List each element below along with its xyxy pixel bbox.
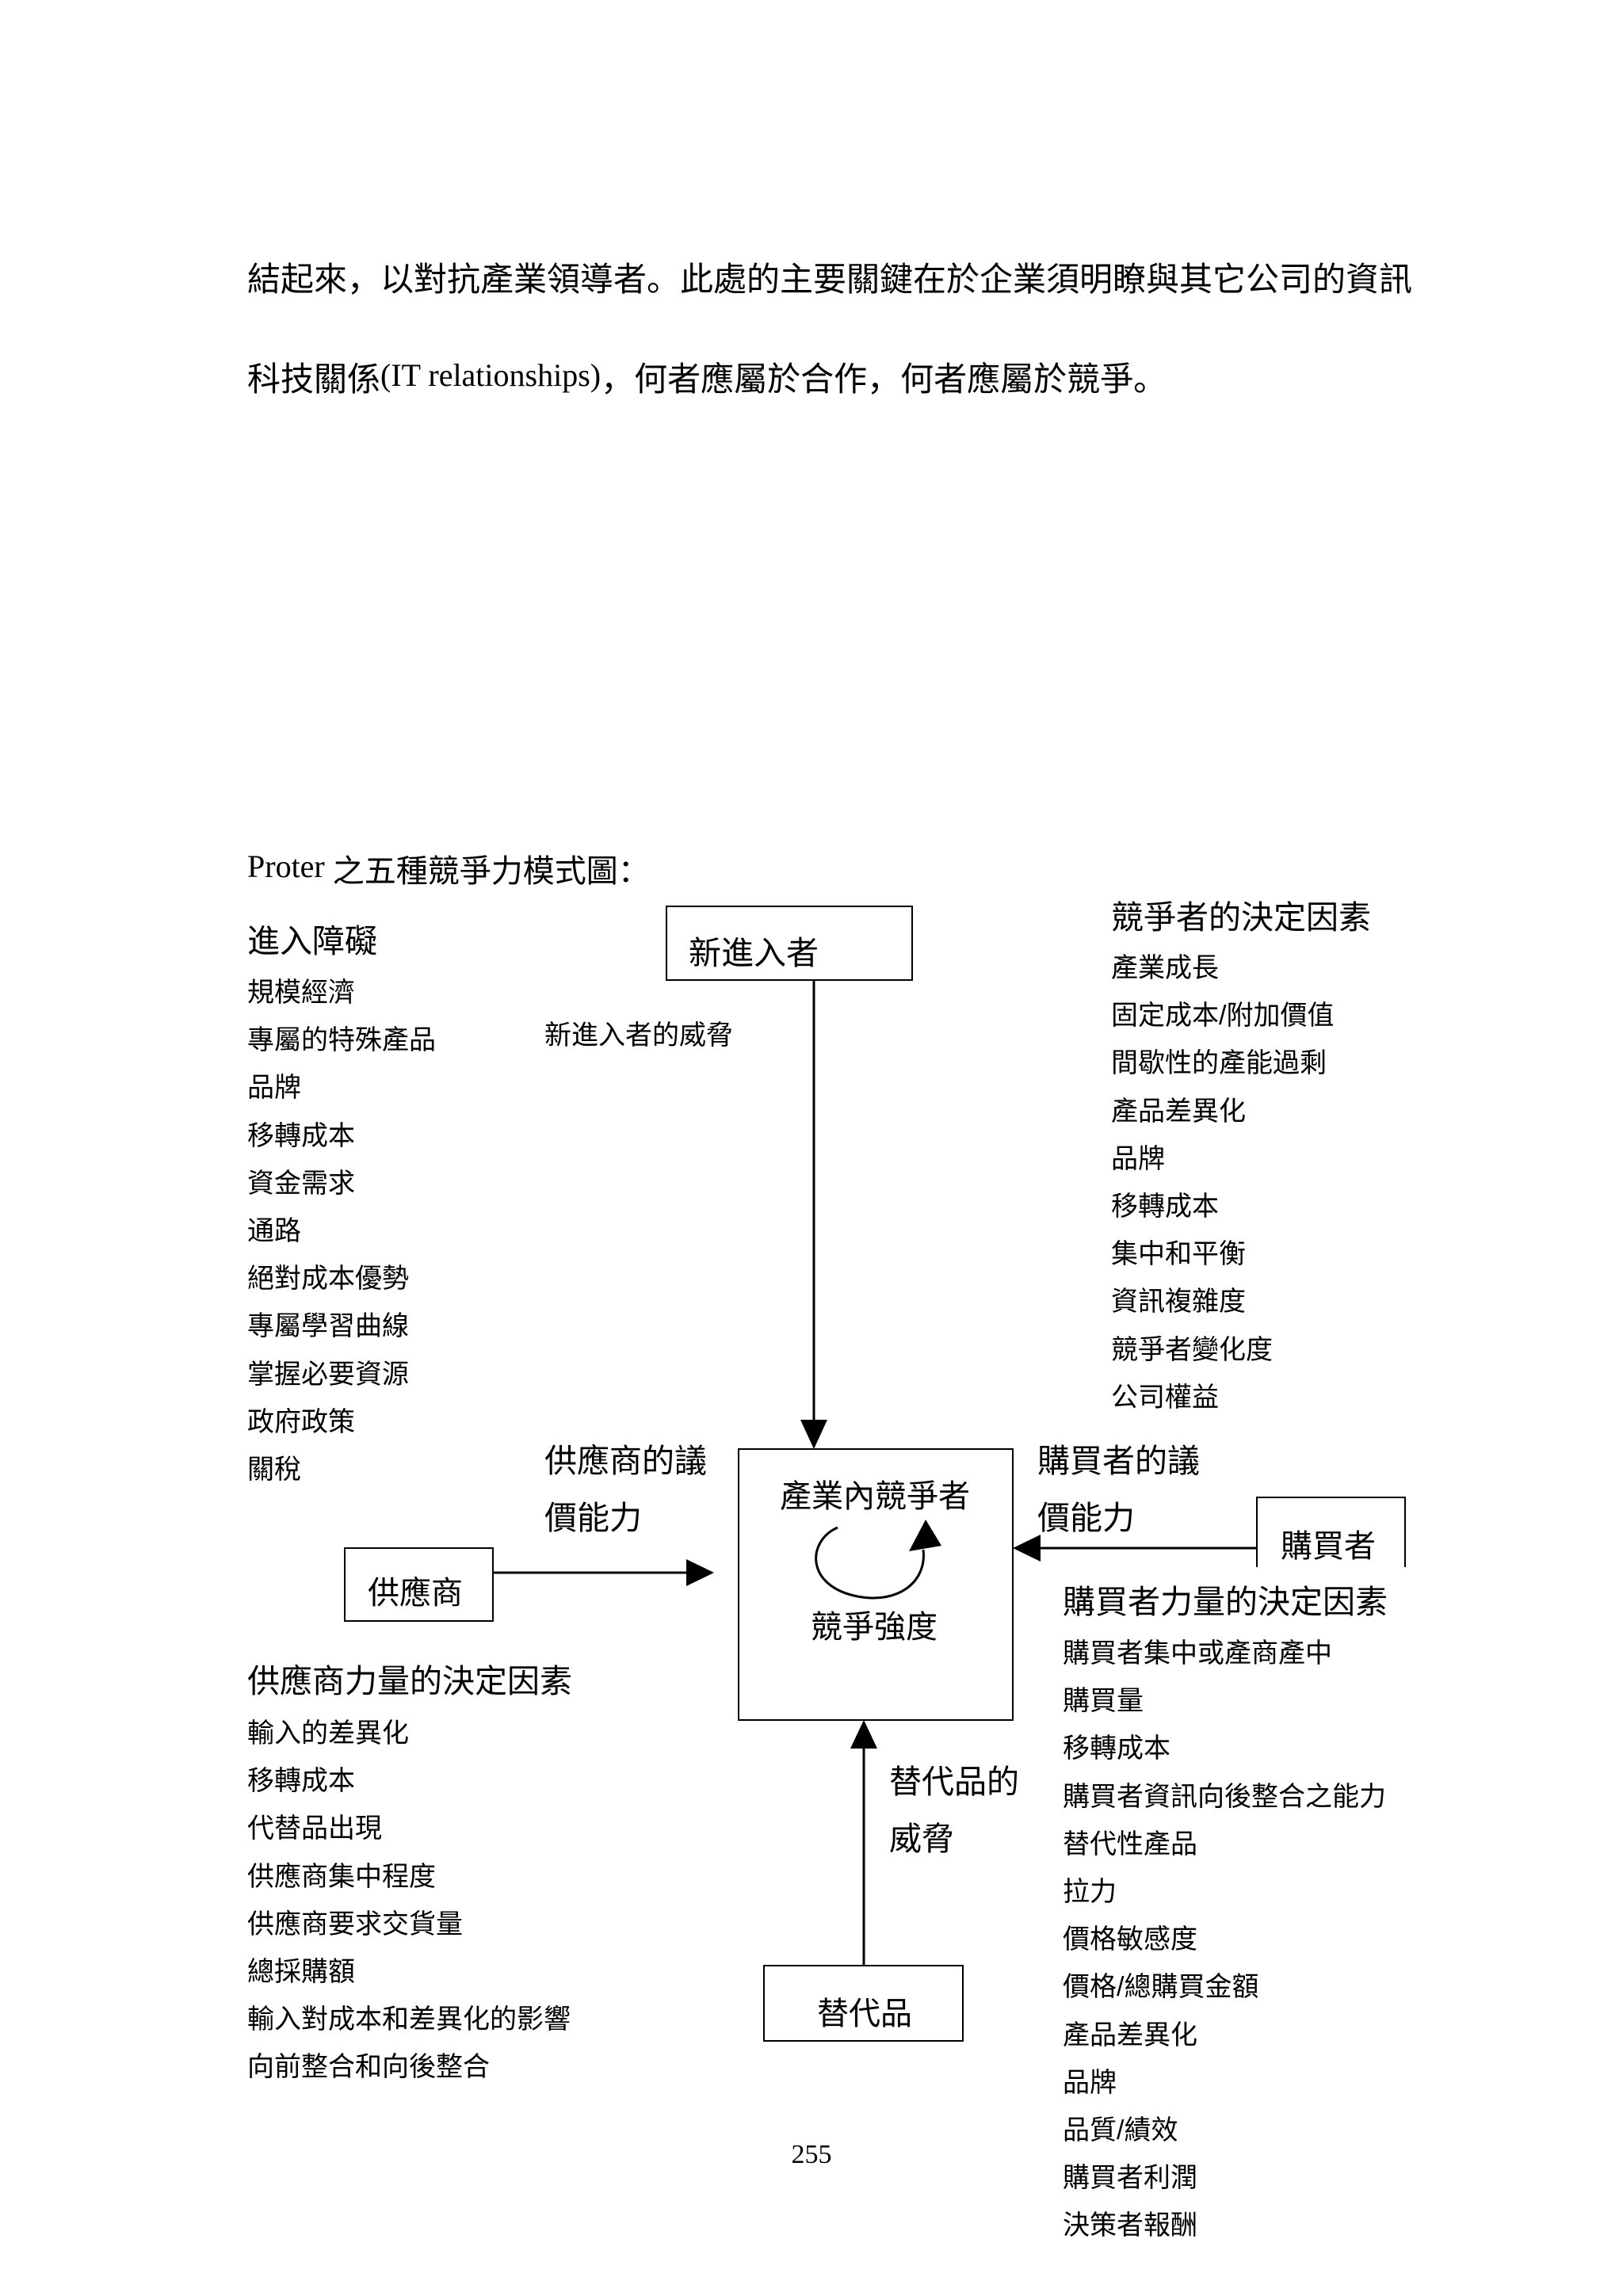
rivalry-box — [738, 1448, 1014, 1721]
buyers-box — [1256, 1497, 1406, 1567]
list-item: 公司權益 — [1111, 1382, 1219, 1413]
rivalry-cycle-arrow — [815, 1526, 925, 1600]
list-item: 品牌 — [1111, 1143, 1165, 1174]
list-item: 產品差異化 — [1111, 1096, 1246, 1127]
list-item: 移轉成本 — [1111, 1191, 1219, 1222]
list-item: 代替品出現 — [247, 1814, 382, 1844]
list-item: 通路 — [247, 1215, 301, 1246]
rivalry-intensity-label: 競爭強度 — [811, 1610, 938, 1645]
list-item: 輸入對成本和差異化的影響 — [247, 2004, 571, 2035]
list-item: 資訊複雜度 — [1111, 1287, 1246, 1318]
new-entrants-box — [666, 906, 913, 981]
list-item: 購買者利潤 — [1063, 2163, 1197, 2194]
list-item: 價格/總購買金額 — [1063, 1972, 1259, 2003]
paragraph-line-2-part-2: (IT relationships) — [380, 357, 601, 393]
list-item: 供應商要求交貨量 — [247, 1909, 463, 1939]
substitutes-label: 替代品 — [817, 1997, 912, 2031]
list-item: 掌握必要資源 — [247, 1359, 409, 1390]
paragraph-line-2-part-1: 科技關係 — [247, 360, 381, 398]
list-item: 資金需求 — [247, 1168, 355, 1199]
buyer-power-label-2: 價能力 — [1037, 1500, 1135, 1536]
new-entrants-threat-label: 新進入者的威脅 — [544, 1020, 733, 1051]
supplier-determinants-heading: 供應商力量的決定因素 — [247, 1663, 572, 1699]
rivalry-determinants-heading: 競爭者的決定因素 — [1111, 899, 1371, 936]
list-item: 總採購額 — [247, 1956, 355, 1987]
substitutes-threat-label-2: 威脅 — [889, 1821, 954, 1857]
list-item: 移轉成本 — [247, 1120, 355, 1151]
paragraph-line-2: 科技關係(IT relationships)，何者應屬於合作，何者應屬於競爭。 — [247, 360, 1167, 398]
list-item: 競爭者變化度 — [1111, 1334, 1273, 1365]
list-item: 購買量 — [1063, 1686, 1144, 1717]
list-item: 替代性產品 — [1063, 1829, 1197, 1859]
list-item: 政府政策 — [247, 1406, 355, 1437]
list-item: 產業成長 — [1111, 953, 1219, 983]
new-entrants-arrowhead — [800, 1420, 827, 1449]
list-item: 品質/績效 — [1063, 2115, 1178, 2145]
list-item: 品牌 — [247, 1073, 301, 1104]
list-item: 購買者集中或產商產中 — [1063, 1638, 1332, 1669]
supplier-determinants-list: 輸入的差異化 移轉成本 代替品出現 供應商集中程度 供應商要求交貨量 總採購額 … — [247, 1710, 571, 2092]
paragraph-line-1: 結起來，以對抗產業領導者。此處的主要關鍵在於企業須明瞭與其它公司的資訊 — [247, 261, 1413, 298]
list-item: 購買者資訊向後整合之能力 — [1063, 1781, 1386, 1812]
list-item: 關稅 — [247, 1454, 301, 1485]
substitutes-threat-label-1: 替代品的 — [889, 1764, 1019, 1800]
list-item: 品牌 — [1063, 2067, 1117, 2098]
list-item: 決策者報酬 — [1063, 2210, 1197, 2241]
list-item: 集中和平衡 — [1111, 1239, 1246, 1270]
suppliers-box — [344, 1547, 494, 1622]
list-item: 專屬學習曲線 — [247, 1311, 409, 1342]
list-item: 拉力 — [1063, 1876, 1117, 1907]
buyer-power-label-1: 購買者的議 — [1037, 1443, 1200, 1479]
paragraph-line-2-part-3: ，何者應屬於合作，何者應屬於競爭。 — [601, 360, 1167, 398]
list-item: 規模經濟 — [247, 978, 355, 1008]
suppliers-label: 供應商 — [368, 1576, 463, 1611]
buyers-arrowhead — [1013, 1535, 1041, 1562]
figure-title-latin: Proter — [247, 849, 325, 884]
rivalry-determinants-list: 產業成長 固定成本/附加價值 間歇性的產能過剩 產品差異化 品牌 移轉成本 集中… — [1111, 944, 1334, 1421]
list-item: 向前整合和向後整合 — [247, 2052, 490, 2083]
new-entrants-label: 新進入者 — [689, 935, 819, 971]
rivalry-cycle-arrowhead — [909, 1520, 941, 1551]
entry-barriers-list: 規模經濟 專屬的特殊產品 品牌 移轉成本 資金需求 通路 絕對成本優勢 專屬學習… — [247, 969, 436, 1493]
list-item: 固定成本/附加價值 — [1111, 1001, 1335, 1032]
supplier-power-label-1: 供應商的議 — [544, 1443, 707, 1479]
buyers-label: 購買者 — [1281, 1529, 1376, 1564]
buyer-determinants-list: 購買者集中或產商產中 購買量 移轉成本 購買者資訊向後整合之能力 替代性產品 拉… — [1063, 1630, 1386, 2249]
buyer-determinants-heading: 購買者力量的決定因素 — [1063, 1584, 1388, 1620]
list-item: 專屬的特殊產品 — [247, 1025, 436, 1056]
list-item: 移轉成本 — [247, 1766, 355, 1797]
rivalry-label: 產業內競爭者 — [780, 1479, 970, 1514]
suppliers-arrowhead — [686, 1559, 714, 1586]
list-item: 間歇性的產能過剩 — [1111, 1048, 1327, 1079]
supplier-power-label-2: 價能力 — [544, 1500, 642, 1536]
list-item: 產品差異化 — [1063, 2019, 1197, 2050]
list-item: 絕對成本優勢 — [247, 1264, 409, 1295]
list-item: 移轉成本 — [1063, 1733, 1170, 1764]
page-number: 255 — [791, 2140, 832, 2169]
substitutes-arrowhead — [850, 1720, 877, 1749]
list-item: 輸入的差異化 — [247, 1718, 409, 1749]
figure-title-cjk: 之五種競爭力模式圖： — [332, 854, 650, 889]
list-item: 供應商集中程度 — [247, 1861, 436, 1892]
entry-barriers-heading: 進入障礙 — [247, 923, 377, 959]
list-item: 價格敏感度 — [1063, 1924, 1197, 1955]
